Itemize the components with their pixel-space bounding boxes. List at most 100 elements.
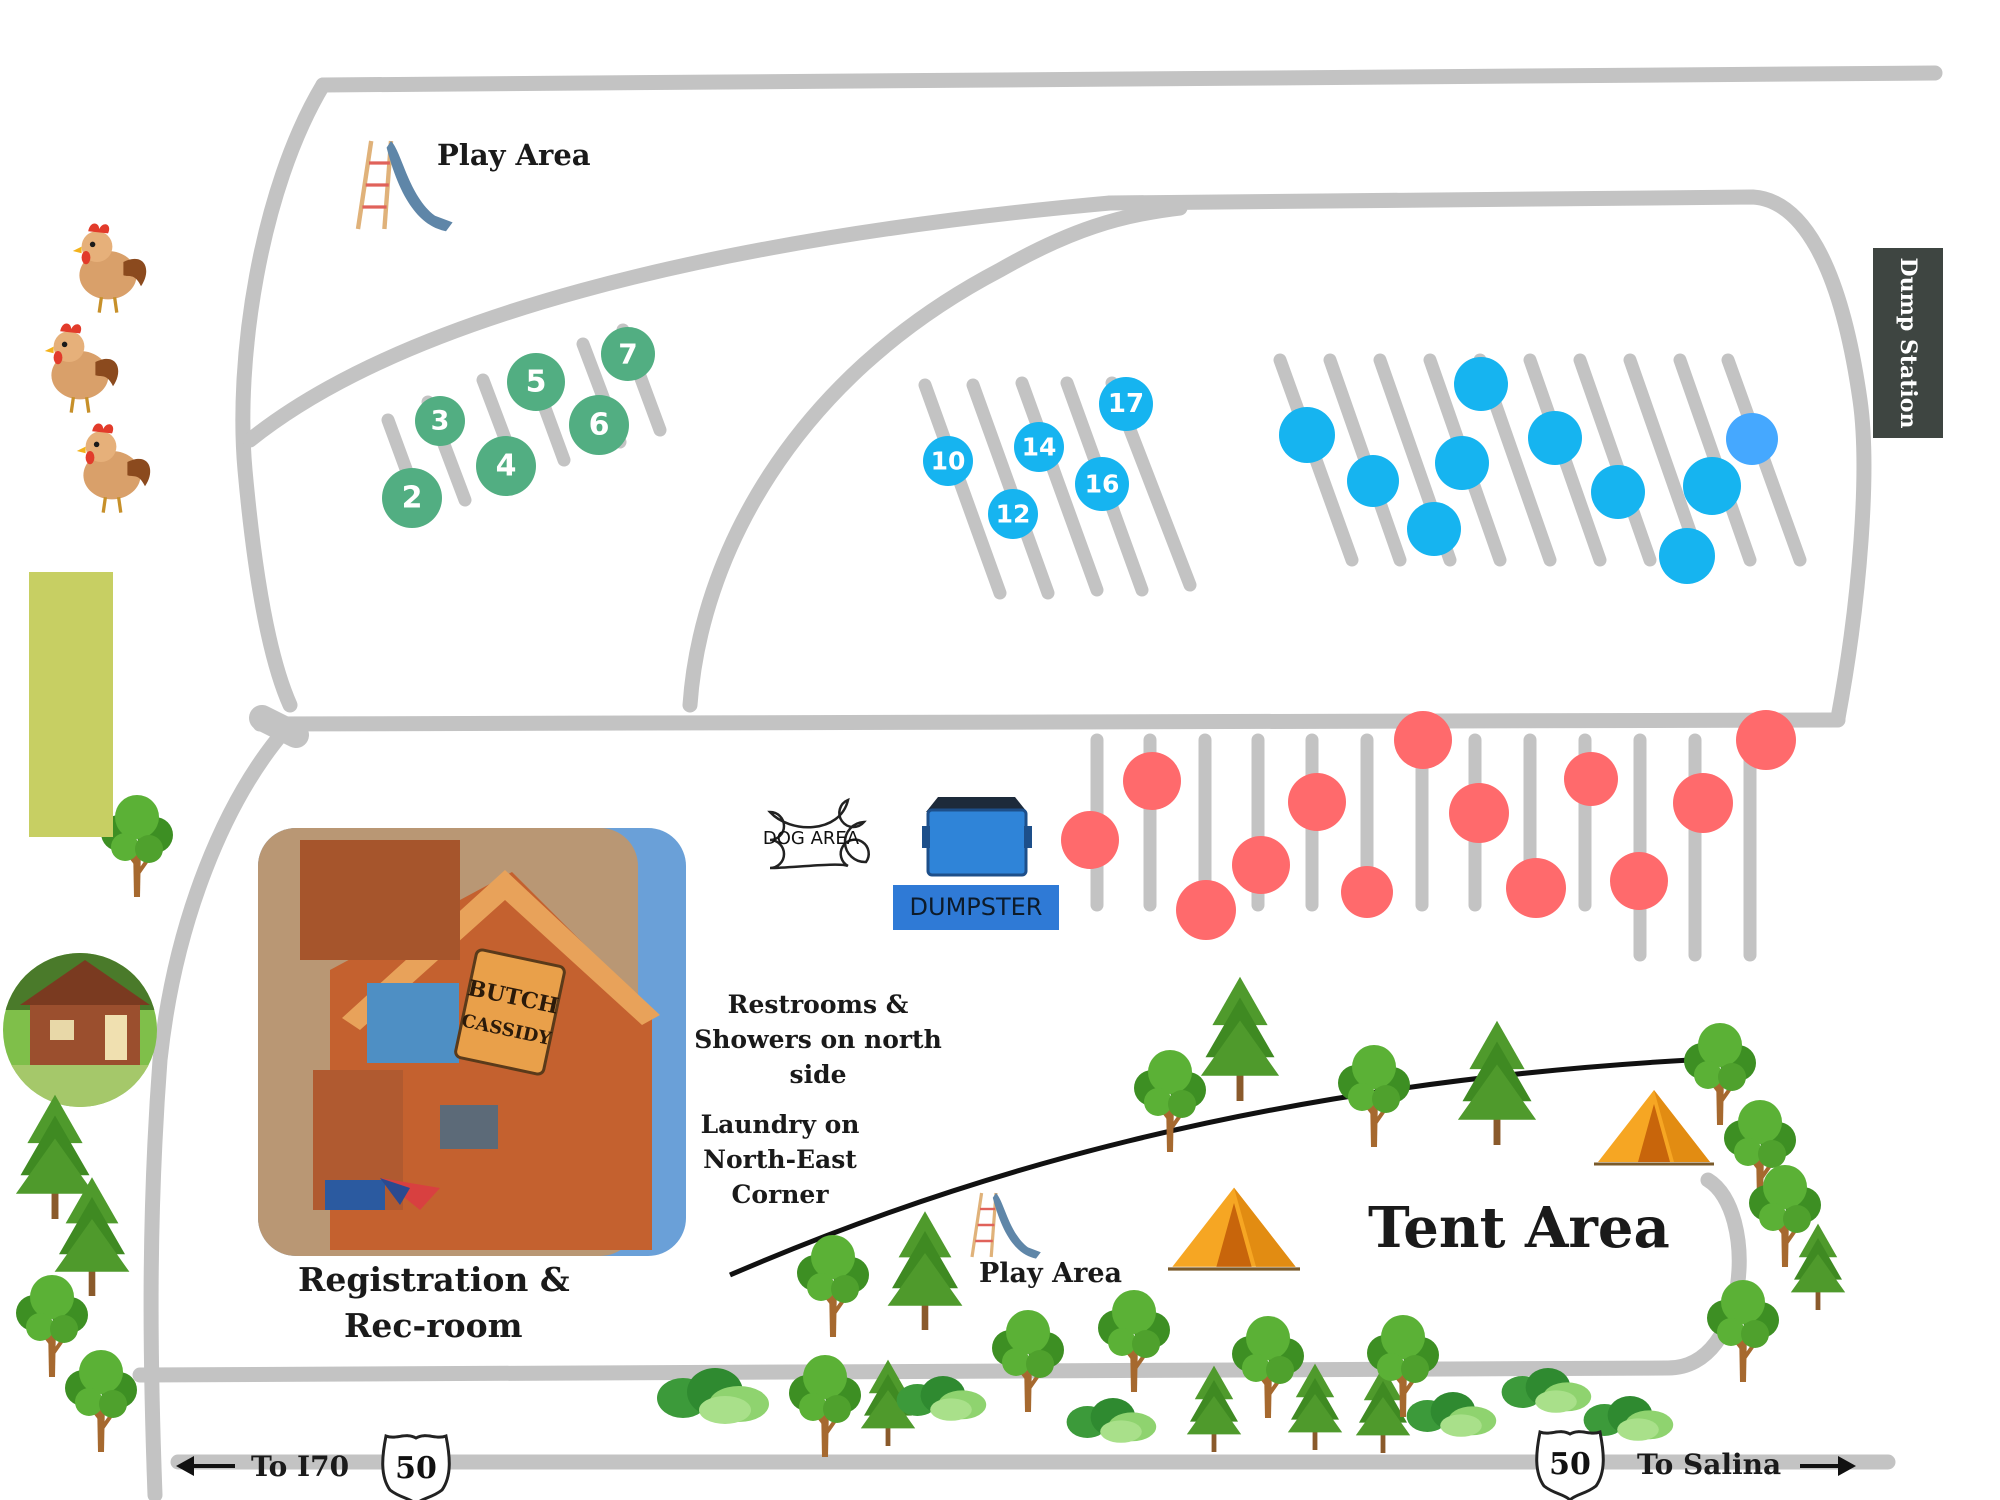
road-junction: [249, 705, 309, 748]
site-number: 5: [526, 365, 547, 400]
rooster-icon: [43, 321, 120, 415]
tree-icon: [1705, 1278, 1781, 1384]
green-sites: 2 3 4 5 6 7: [382, 327, 655, 528]
play-area-bottom-label: Play Area: [979, 1258, 1122, 1289]
campsite-blue[interactable]: [1279, 407, 1335, 463]
restrooms-note-line3: side: [789, 1060, 847, 1089]
campsite-blue[interactable]: [1454, 357, 1508, 411]
tree-icon: [990, 1308, 1066, 1414]
campsite-red[interactable]: [1288, 773, 1346, 831]
registration-label-line1: Registration &: [298, 1260, 570, 1299]
site-7[interactable]: 7: [601, 327, 655, 381]
tree-icon: [1230, 1314, 1306, 1420]
pine-tree-icon: [1790, 1223, 1846, 1310]
bush-icon: [1406, 1392, 1497, 1437]
tree-icon: [14, 1273, 90, 1379]
highway-number-west: 50: [395, 1451, 437, 1486]
tree-icon: [1336, 1043, 1412, 1149]
dump-station-label: Dump Station: [1895, 257, 1921, 429]
rooster-icon: [71, 221, 148, 315]
to-salina-label: To Salina: [1637, 1448, 1782, 1481]
campsite-blue[interactable]: [1407, 502, 1461, 556]
slide-icon: [970, 1191, 1043, 1261]
green-field: [29, 572, 113, 837]
dumpster-label: DUMPSTER: [893, 885, 1059, 930]
restrooms-note: Restrooms & Showers on north side: [693, 987, 943, 1092]
campsite-red[interactable]: [1061, 811, 1119, 869]
campsite-red[interactable]: [1506, 858, 1566, 918]
site-3[interactable]: 3: [415, 396, 465, 446]
campsite-red[interactable]: [1610, 852, 1668, 910]
campsite-red[interactable]: [1736, 710, 1796, 770]
campsite-blue[interactable]: [1435, 436, 1489, 490]
registration-building: BUTCH CASSIDY: [258, 828, 686, 1256]
play-area-top-label: Play Area: [437, 138, 591, 172]
pine-tree-icon: [887, 1211, 963, 1330]
blue-unnumbered-sites: [1279, 357, 1778, 584]
arrow-left-icon: [176, 1456, 235, 1476]
site-number: 6: [589, 408, 610, 443]
pine-tree-icon: [1186, 1365, 1242, 1452]
campsite-blue[interactable]: [1726, 413, 1778, 465]
campsite-blue[interactable]: [1659, 528, 1715, 584]
tent-area-label: Tent Area: [1368, 1195, 1670, 1261]
site-number: 17: [1108, 389, 1144, 419]
dog-area-label: DOG AREA: [763, 828, 860, 849]
campsite-blue[interactable]: [1683, 457, 1741, 515]
red-sites: [1061, 710, 1796, 940]
bush-icon: [896, 1376, 987, 1421]
tree-icon: [795, 1233, 871, 1339]
dump-station[interactable]: Dump Station: [1873, 248, 1943, 438]
tree-icon: [63, 1348, 139, 1454]
site-4[interactable]: 4: [476, 436, 536, 496]
site-number: 12: [996, 500, 1031, 529]
restrooms-note-line1: Restrooms &: [727, 990, 909, 1019]
cabin-icon: [3, 953, 157, 1107]
tent-icon: [1166, 1185, 1302, 1271]
campsite-red[interactable]: [1449, 783, 1509, 843]
site-number: 10: [931, 447, 966, 476]
site-17[interactable]: 17: [1099, 377, 1153, 431]
laundry-note-line2: North-East: [703, 1145, 857, 1174]
campsite-blue[interactable]: [1528, 411, 1582, 465]
campsite-blue[interactable]: [1591, 465, 1645, 519]
laundry-note-line1: Laundry on: [700, 1110, 860, 1139]
dumpster-icon: [922, 797, 1032, 877]
site-10[interactable]: 10: [923, 436, 973, 486]
registration-label-line2: Rec-room: [344, 1306, 523, 1345]
laundry-note-line3: Corner: [731, 1180, 829, 1209]
campsite-red[interactable]: [1564, 752, 1618, 806]
site-number: 7: [618, 338, 637, 371]
campsite-red[interactable]: [1232, 836, 1290, 894]
campsite-red[interactable]: [1394, 711, 1452, 769]
campsite-blue[interactable]: [1347, 455, 1399, 507]
site-5[interactable]: 5: [507, 353, 565, 411]
rooster-icon: [75, 421, 152, 515]
bone-icon: [767, 797, 870, 870]
site-number: 4: [496, 449, 517, 484]
site-14[interactable]: 14: [1014, 422, 1064, 472]
pine-tree-icon: [54, 1177, 130, 1296]
site-number: 14: [1022, 433, 1057, 462]
site-12[interactable]: 12: [988, 489, 1038, 539]
campsite-red[interactable]: [1341, 866, 1393, 918]
bush-icon: [1066, 1398, 1157, 1443]
highway-number-east: 50: [1549, 1447, 1591, 1482]
site-2[interactable]: 2: [382, 468, 442, 528]
tent-icon: [1592, 1088, 1716, 1166]
site-number: 2: [402, 481, 423, 516]
campsite-red[interactable]: [1673, 773, 1733, 833]
blue-numbered-sites: 10 12 14 16 17: [923, 377, 1153, 539]
to-i70-label: To I70: [251, 1450, 350, 1483]
arrow-right-icon: [1800, 1456, 1856, 1476]
site-16[interactable]: 16: [1075, 457, 1129, 511]
site-6[interactable]: 6: [569, 395, 629, 455]
laundry-note: Laundry on North-East Corner: [680, 1107, 880, 1212]
campsite-red[interactable]: [1176, 880, 1236, 940]
pine-tree-icon: [1457, 1020, 1537, 1145]
campsite-red[interactable]: [1123, 752, 1181, 810]
restrooms-note-line2: Showers on north: [694, 1025, 942, 1054]
site-number: 16: [1085, 470, 1120, 499]
